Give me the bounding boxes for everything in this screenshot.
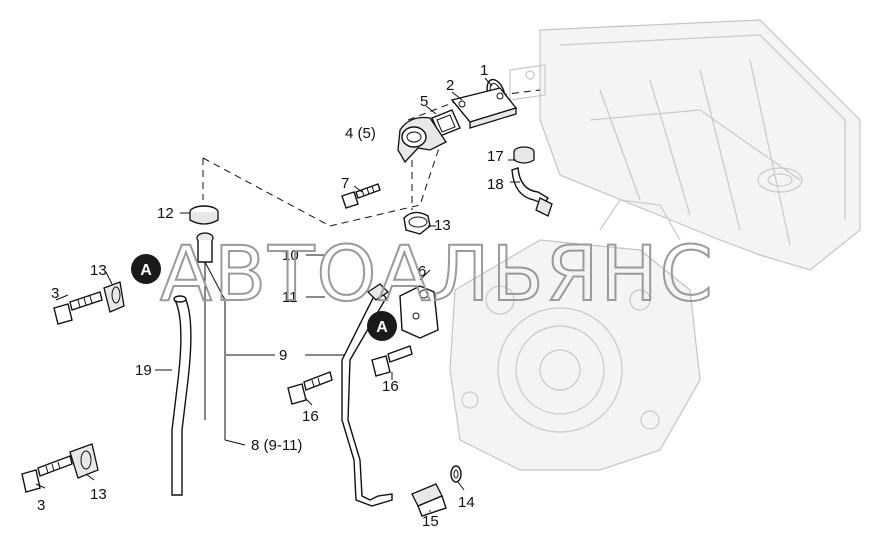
leader-lines xyxy=(35,77,520,512)
clamp-13-left-part xyxy=(103,281,125,313)
part-labels: 1 2 5 4 (5) 17 18 7 12 13 10 11 6 13 3 9… xyxy=(37,62,504,530)
label-15: 15 xyxy=(422,513,439,530)
bolt-7-part xyxy=(341,183,381,209)
label-7: 7 xyxy=(341,175,349,192)
assembly-lines xyxy=(202,89,541,227)
label-9: 9 xyxy=(279,347,287,364)
bolt-3-top-part xyxy=(53,291,103,325)
breather-fitting-part xyxy=(511,146,553,217)
label-6: 6 xyxy=(418,263,426,280)
label-19: 19 xyxy=(135,362,152,379)
label-1: 1 xyxy=(480,62,488,79)
hose-clip-12-part xyxy=(189,205,219,225)
flange-plate-part xyxy=(450,87,518,129)
svg-text:A: A xyxy=(376,319,388,336)
label-2: 2 xyxy=(446,77,454,94)
clamp-13-top-part xyxy=(403,211,431,235)
bolt-16-left-part xyxy=(287,371,333,405)
label-13-bottom: 13 xyxy=(90,486,107,503)
label-4-5: 4 (5) xyxy=(345,125,376,142)
oil-line-part xyxy=(341,283,393,507)
washer-14-part xyxy=(450,465,462,483)
elbow-housing-part xyxy=(397,116,447,164)
label-13-top: 13 xyxy=(434,217,451,234)
callout-a-upper: A xyxy=(131,254,161,284)
dipstick-part xyxy=(196,232,226,440)
watermark-text: АВТОАЛЬЯНС xyxy=(160,229,715,318)
label-3-bottom: 3 xyxy=(37,497,45,514)
label-5: 5 xyxy=(420,93,428,110)
engine-block-outline xyxy=(449,19,861,471)
bolt-3-bottom-part xyxy=(21,455,73,493)
label-10: 10 xyxy=(282,247,299,264)
label-12: 12 xyxy=(157,205,174,222)
label-18: 18 xyxy=(487,176,504,193)
label-14: 14 xyxy=(458,494,475,511)
clamp-13-bottom-part xyxy=(69,443,99,479)
dipstick-tube-part xyxy=(171,295,192,496)
svg-text:A: A xyxy=(140,262,152,279)
label-16-left: 16 xyxy=(302,408,319,425)
label-3-top: 3 xyxy=(51,285,59,302)
sensor-15-part xyxy=(411,483,447,517)
label-16-right: 16 xyxy=(382,378,399,395)
label-17: 17 xyxy=(487,148,504,165)
callout-a-lower: A xyxy=(367,311,397,341)
label-11: 11 xyxy=(282,289,298,306)
bracket-6-part xyxy=(399,285,439,339)
bolt-16-right-part xyxy=(371,345,413,377)
label-8: 8 (9-11) xyxy=(251,437,302,454)
label-13-left: 13 xyxy=(90,262,107,279)
